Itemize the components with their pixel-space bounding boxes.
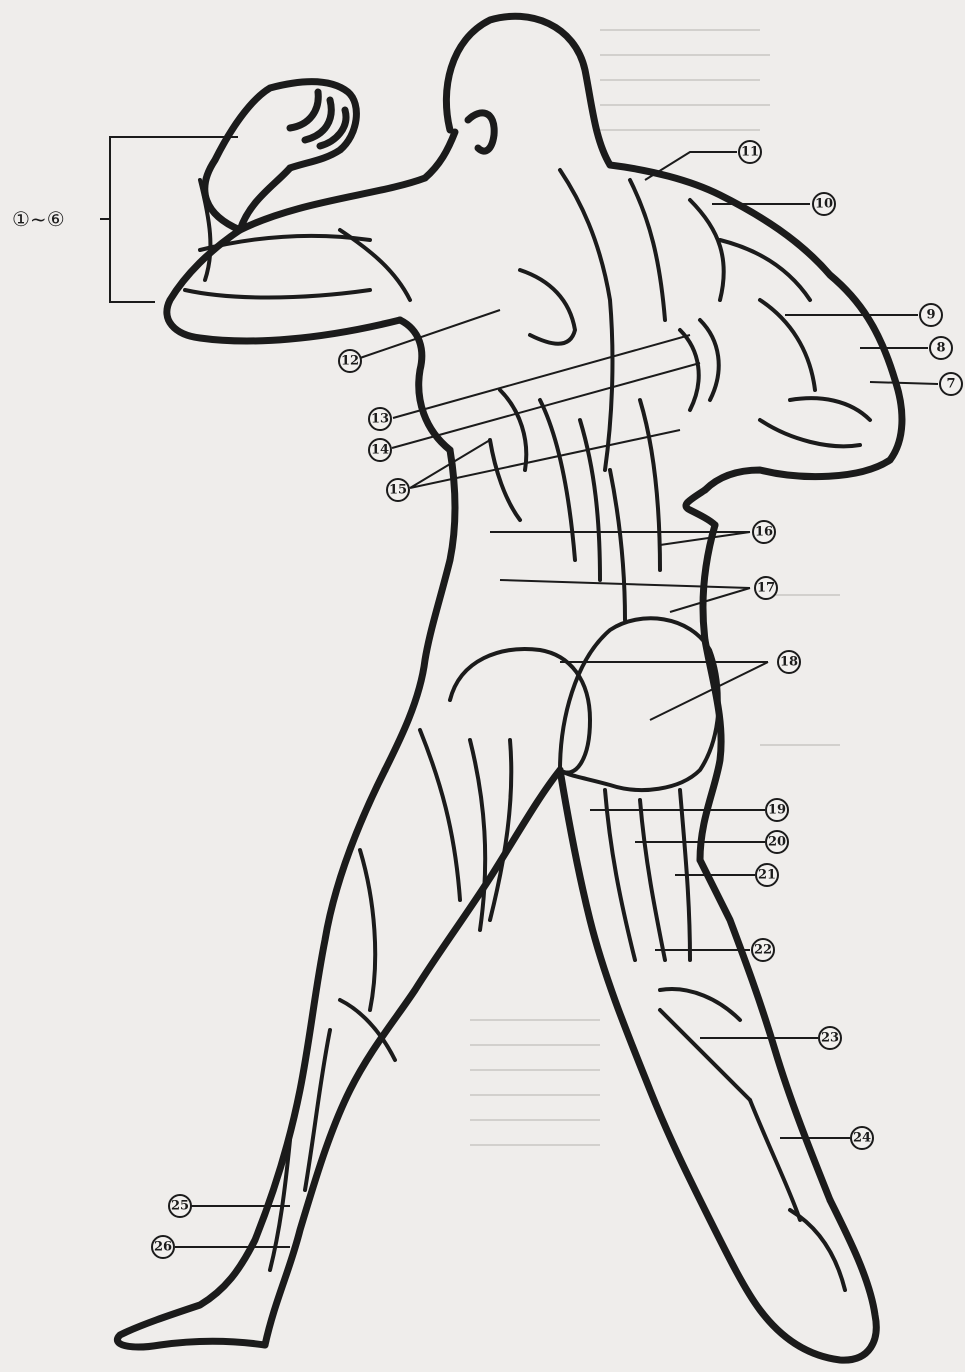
callout-8: 8 bbox=[930, 337, 952, 359]
svg-text:16: 16 bbox=[755, 525, 773, 540]
callouts: 7 8 9 10 11 12 13 14 15 16 17 18 19 20 2… bbox=[152, 141, 962, 1258]
buttocks-left bbox=[450, 649, 590, 772]
callout-10: 10 bbox=[813, 193, 835, 215]
svg-text:25: 25 bbox=[171, 1199, 189, 1214]
callout-25: 25 bbox=[169, 1195, 191, 1217]
svg-text:18: 18 bbox=[780, 655, 798, 670]
callout-18: 18 bbox=[778, 651, 800, 673]
svg-text:14: 14 bbox=[371, 443, 389, 458]
neck-left bbox=[425, 132, 455, 178]
callout-24: 24 bbox=[851, 1127, 873, 1149]
callout-26: 26 bbox=[152, 1236, 174, 1258]
svg-text:26: 26 bbox=[154, 1240, 172, 1255]
svg-text:17: 17 bbox=[757, 581, 775, 596]
callout-17: 17 bbox=[755, 577, 777, 599]
callout-13: 13 bbox=[369, 408, 391, 430]
left-upperarm-lower bbox=[400, 320, 450, 450]
right-shoulder bbox=[610, 165, 902, 490]
left-leg-outer bbox=[117, 770, 385, 1347]
svg-text:7: 7 bbox=[946, 377, 955, 392]
callout-7: 7 bbox=[940, 373, 962, 395]
ear bbox=[468, 113, 494, 151]
leader-lines bbox=[175, 152, 938, 1247]
right-armpit bbox=[686, 490, 715, 525]
callout-14: 14 bbox=[369, 439, 391, 461]
callout-20: 20 bbox=[766, 831, 788, 853]
svg-text:22: 22 bbox=[754, 943, 772, 958]
callout-15: 15 bbox=[387, 479, 409, 501]
svg-text:8: 8 bbox=[936, 341, 945, 356]
svg-text:19: 19 bbox=[768, 803, 786, 818]
callout-22: 22 bbox=[752, 939, 774, 961]
svg-text:12: 12 bbox=[341, 354, 359, 369]
callout-21: 21 bbox=[756, 864, 778, 886]
callout-16: 16 bbox=[753, 521, 775, 543]
svg-text:21: 21 bbox=[758, 868, 776, 883]
svg-text:11: 11 bbox=[741, 145, 759, 160]
svg-text:15: 15 bbox=[389, 483, 407, 498]
show-through-lines bbox=[470, 30, 840, 1145]
range-label: ①~⑥ bbox=[12, 207, 65, 231]
body-outline bbox=[117, 16, 902, 1360]
svg-text:13: 13 bbox=[371, 412, 389, 427]
buttocks bbox=[560, 618, 719, 790]
callout-19: 19 bbox=[766, 799, 788, 821]
callout-9: 9 bbox=[920, 304, 942, 326]
callout-23: 23 bbox=[819, 1027, 841, 1049]
svg-text:20: 20 bbox=[768, 835, 786, 850]
callout-11: 11 bbox=[739, 141, 761, 163]
svg-text:9: 9 bbox=[926, 308, 935, 323]
svg-text:24: 24 bbox=[853, 1131, 871, 1146]
svg-text:23: 23 bbox=[821, 1031, 839, 1046]
callout-12: 12 bbox=[339, 350, 361, 372]
head bbox=[446, 16, 610, 165]
right-leg-outer bbox=[700, 860, 830, 1200]
left-fist bbox=[290, 92, 346, 146]
svg-text:10: 10 bbox=[815, 197, 833, 212]
right-leg-inner bbox=[560, 770, 876, 1360]
